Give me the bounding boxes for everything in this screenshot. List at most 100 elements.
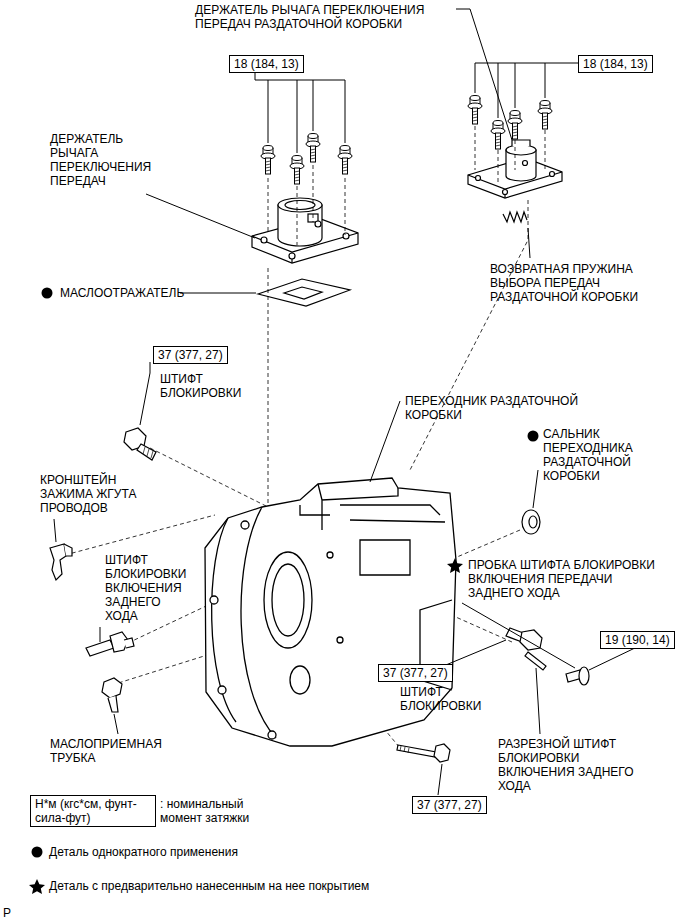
- bolt: [400, 746, 409, 753]
- reverse-restrict-pin: [86, 640, 114, 656]
- torque-value: 19 (190, 14): [605, 633, 670, 647]
- assembly-line: [450, 530, 520, 560]
- torque-box: 18 (184, 13): [229, 55, 304, 73]
- bolt: [338, 146, 352, 175]
- transfer-adapter: [264, 552, 312, 648]
- oil-receiver-pipe: [102, 678, 122, 698]
- leader-line: [456, 9, 512, 140]
- shift-lever-retainer: [315, 221, 321, 227]
- transfer-shift-retainer: [503, 190, 508, 195]
- slotted-pin: [525, 652, 546, 670]
- reverse-restrict-pin: [124, 638, 134, 648]
- slotted-pin: [525, 652, 546, 670]
- torque-box: 19 (190, 14): [600, 631, 675, 649]
- leader-line: [255, 63, 578, 153]
- part-name: РАЗРЕЗНОЙ ШТИФТ БЛОКИРОВКИ ВКЛЮЧЕНИЯ ЗАД…: [498, 737, 634, 793]
- transfer-adapter: [337, 637, 343, 643]
- leader-line: [533, 470, 538, 508]
- transfer-adapter: [210, 596, 218, 604]
- lock-pin: [124, 428, 156, 460]
- legend-item: Деталь с предварительно нанесенным на не…: [49, 879, 369, 893]
- bolt: [290, 156, 304, 185]
- legend-text: Деталь с предварительно нанесенным на не…: [49, 879, 369, 893]
- legend-text: Деталь однократного применения: [49, 845, 238, 859]
- part-name: ДЕРЖАТЕЛЬ РЫЧАГА ПЕРЕКЛЮЧЕНИЯ ПЕРЕДАЧ: [50, 132, 155, 188]
- plug: [579, 667, 589, 685]
- part-name: ВОЗВРАТНАЯ ПРУЖИНА ВЫБОРА ПЕРЕДАЧ РАЗДАТ…: [490, 262, 662, 304]
- bolt: [434, 744, 450, 762]
- leader-line: [589, 647, 637, 670]
- torque-box: 37 (377, 27): [153, 346, 228, 364]
- part-name: ШТИФТ БЛОКИРОВКИ: [160, 372, 255, 400]
- transfer-adapter: [300, 505, 330, 515]
- leader-line: [438, 764, 442, 795]
- torque-value: 18 (184, 13): [234, 57, 299, 71]
- symbol: [32, 847, 43, 858]
- leader-line: [54, 519, 56, 542]
- bolt: [261, 146, 275, 175]
- symbol: [447, 558, 463, 573]
- shift-lever-retainer: [343, 233, 349, 239]
- part-name: МАСЛООТРАЖАТЕЛЬ: [60, 286, 184, 300]
- oil-deflector: [284, 287, 322, 299]
- leader-line: [146, 194, 255, 238]
- reverse-restrict-pin: [86, 632, 134, 656]
- assembly-line: [268, 268, 269, 505]
- part-name: ДЕРЖАТЕЛЬ РЫЧАГА ПЕРЕКЛЮЧЕНИЯ ПЕРЕДАЧ РА…: [195, 3, 453, 31]
- bolt: [397, 744, 450, 762]
- transfer-shift-retainer: [506, 145, 536, 155]
- transfer-adapter: [272, 564, 304, 636]
- transfer-shift-retainer: [550, 172, 555, 177]
- part-name: ШТИФТ БЛОКИРОВКИ ВКЛЮЧЕНИЯ ЗАДНЕГО ХОДА: [105, 553, 195, 623]
- return-spring: [503, 212, 527, 222]
- bolt: [468, 96, 482, 125]
- seal: [529, 516, 537, 528]
- transfer-adapter: [268, 731, 276, 739]
- leader-line: [528, 228, 530, 258]
- lock-pin: [143, 447, 153, 458]
- return-spring: [503, 212, 527, 222]
- leader-line: [100, 627, 101, 642]
- transfer-shift-retainer: [523, 161, 528, 166]
- transfer-adapter: [218, 686, 226, 694]
- bolt: [538, 101, 552, 130]
- transfer-shift-retainer: [476, 176, 481, 181]
- seal: [522, 510, 540, 534]
- leader-line: [370, 401, 400, 482]
- shift-lever-retainer: [278, 198, 322, 212]
- symbol: [42, 288, 53, 299]
- legend-item: Деталь однократного применения: [49, 845, 238, 859]
- harness-clamp-bracket: [64, 544, 72, 556]
- shift-lever-retainer: [261, 237, 267, 243]
- part-name: САЛЬНИК ПЕРЕХОДНИКА РАЗДАТОЧНОЙ КОРОБКИ: [543, 427, 655, 483]
- bolt: [261, 96, 552, 185]
- symbol: [528, 431, 539, 442]
- leader-line: [462, 603, 575, 668]
- part-name: ПЕРЕХОДНИК РАЗДАТОЧНОЙ КОРОБКИ: [405, 394, 603, 422]
- assembly-line: [65, 126, 545, 748]
- symbol: [29, 288, 539, 895]
- legend-torque-box: Н*м (кгс*см, фунт-сила-фут): [30, 795, 156, 827]
- harness-clamp-bracket: [50, 544, 72, 580]
- part-name: ПРОБКА ШТИФТА БЛОКИРОВКИ ВКЛЮЧЕНИЯ ПЕРЕД…: [468, 558, 656, 600]
- page-mark: P: [3, 906, 11, 920]
- legend-text: : номинальный момент затяжки: [160, 797, 249, 825]
- lock-pin: [137, 444, 156, 460]
- bolt: [397, 745, 436, 757]
- harness-clamp-bracket: [50, 544, 66, 580]
- transfer-adapter: [340, 505, 452, 690]
- torque-value: 37 (377, 27): [158, 348, 223, 362]
- leader-line: [114, 714, 118, 734]
- symbol: [29, 879, 45, 894]
- leader-line: [140, 362, 150, 425]
- transfer-adapter: [290, 666, 310, 694]
- torque-box: 18 (184, 13): [578, 55, 653, 73]
- torque-value: 18 (184, 13): [583, 57, 648, 71]
- bolt: [491, 121, 505, 150]
- oil-deflector: [258, 279, 350, 306]
- transfer-adapter: [318, 484, 398, 530]
- torque-value: 37 (377, 27): [383, 666, 448, 680]
- legend-item: : номинальный момент затяжки: [160, 797, 272, 825]
- leader-line: [268, 80, 345, 153]
- torque-box: 37 (377, 27): [378, 664, 453, 682]
